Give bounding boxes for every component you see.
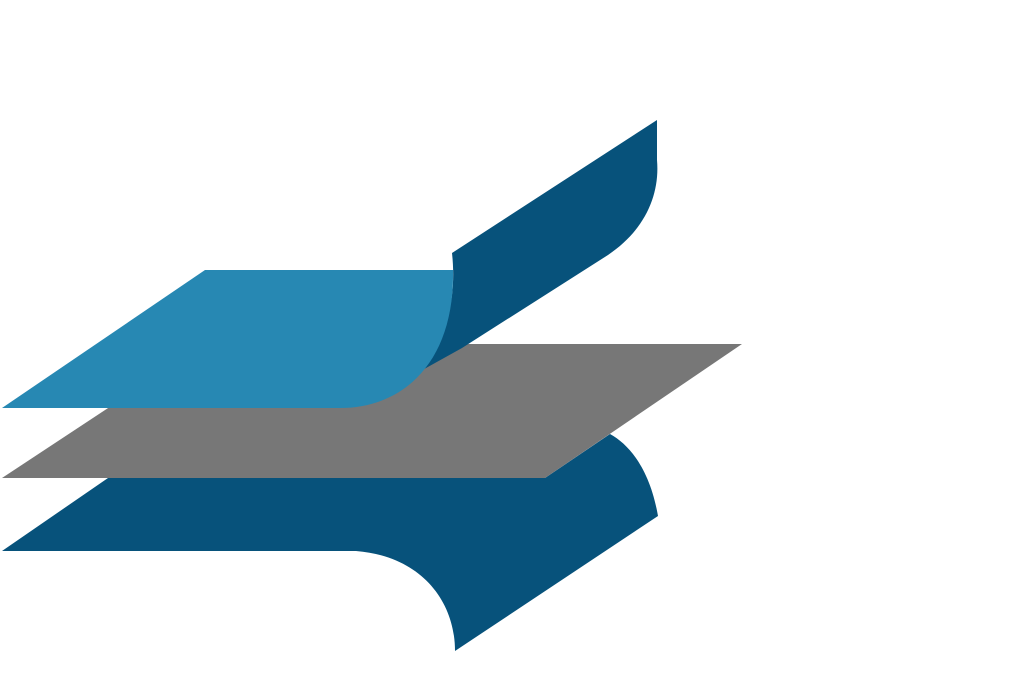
top-sheet-curl	[408, 120, 658, 378]
bottom-sheet	[2, 434, 658, 651]
top-sheet	[2, 270, 454, 408]
